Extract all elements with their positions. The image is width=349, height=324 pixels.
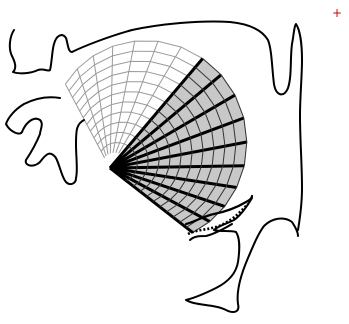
red-cross-marker-icon: + [332, 6, 342, 20]
